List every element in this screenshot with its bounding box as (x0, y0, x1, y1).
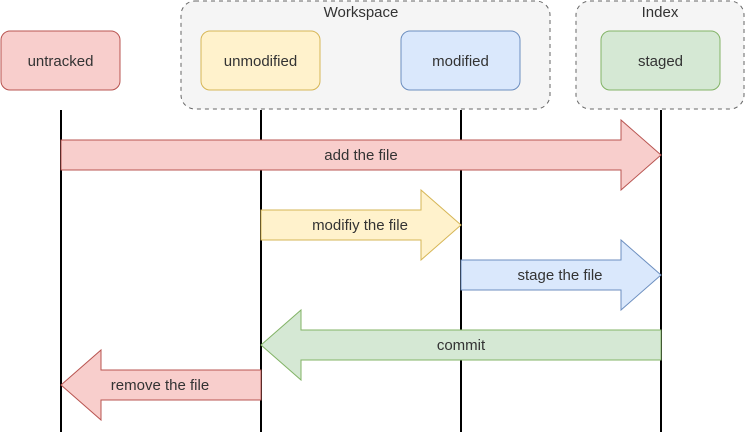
state-modified-label: modified (432, 53, 489, 70)
state-unmodified: unmodified (200, 30, 321, 91)
transition-add-the-file-label: add the file (324, 147, 397, 164)
state-staged: staged (600, 30, 721, 91)
state-unmodified-label: unmodified (224, 53, 297, 70)
index-group-label: Index (642, 4, 679, 21)
transition-remove-the-file-label: remove the file (111, 377, 209, 394)
state-modified: modified (400, 30, 521, 91)
transition-commit: commit (260, 308, 662, 382)
transition-stage-the-file-label: stage the file (517, 267, 602, 284)
transition-commit-label: commit (437, 337, 486, 354)
transition-modifiy-the-file: modifiy the file (260, 188, 462, 262)
state-staged-label: staged (638, 53, 683, 70)
workspace-group-label: Workspace (324, 4, 399, 21)
transition-modifiy-the-file-label: modifiy the file (312, 217, 408, 234)
transition-add-the-file: add the file (60, 118, 662, 192)
state-untracked: untracked (0, 30, 121, 91)
transition-remove-the-file: remove the file (60, 348, 262, 422)
state-untracked-label: untracked (28, 53, 94, 70)
transition-stage-the-file: stage the file (460, 238, 662, 312)
